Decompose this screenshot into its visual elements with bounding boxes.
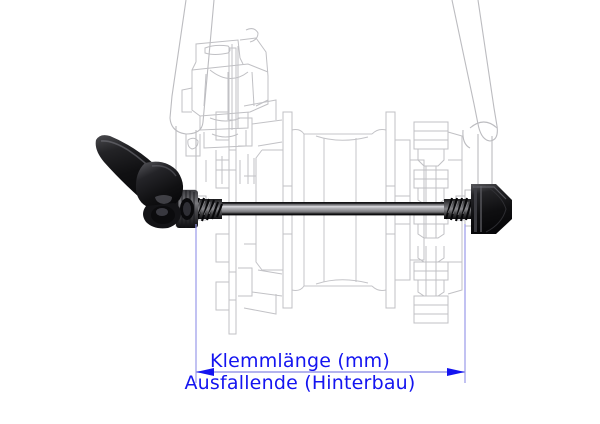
disc-brake-rotor — [215, 47, 283, 335]
dimension-label-klemmlaenge: Klemmlänge (mm) — [209, 350, 391, 372]
left-chainstay — [169, 0, 215, 190]
cassette-sprocket-stack — [413, 121, 463, 324]
dimension-label-ausfallende: Ausfallende (Hinterbau) — [184, 372, 416, 394]
disc-brake-caliper — [181, 28, 269, 184]
frame-stays — [169, 0, 498, 190]
axle-skewer-shaft — [188, 202, 478, 216]
right-chainstay — [451, 0, 498, 190]
dimension-arrow-right — [447, 368, 465, 376]
dimension-arrow-left — [196, 368, 214, 376]
quick-release-lever — [95, 135, 184, 229]
conical-end-nut — [471, 184, 512, 234]
sprocket-teeth-lower — [413, 246, 449, 324]
dimension-annotation — [195, 224, 466, 383]
sprocket-teeth-upper — [413, 121, 449, 239]
